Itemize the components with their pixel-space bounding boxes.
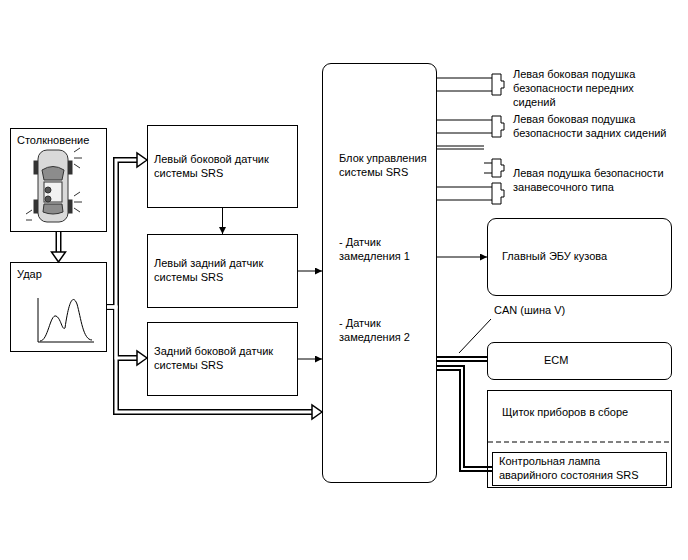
- thin-connector-layer: [223, 78, 488, 359]
- impact-mark: [74, 148, 82, 168]
- squib-symbol: [484, 159, 504, 177]
- hollow-arrowhead: [137, 153, 147, 167]
- impact-curve: [40, 299, 92, 341]
- airbag-item: Левая боковая подушка безопасности задни…: [484, 112, 680, 142]
- wire: [437, 120, 484, 121]
- node-label: Левая боковая подушка безопасности перед…: [513, 68, 678, 109]
- signal-arrow: [298, 271, 322, 272]
- squib-symbol: [484, 116, 504, 137]
- signal-bus-arrow: [107, 160, 137, 307]
- signal-bus-arrow: [107, 307, 137, 358]
- wire: [437, 187, 484, 188]
- bus-inner-line: [438, 358, 487, 360]
- sensor-box: Левый боковой датчик системы SRS: [147, 125, 298, 208]
- node-label: Удар: [17, 268, 100, 282]
- node-label: Щиток приборов в сборе: [502, 406, 657, 420]
- impact-graph: [38, 298, 94, 342]
- signal-arrow: [437, 257, 487, 258]
- car-illustration: [26, 148, 82, 222]
- squib-symbols: [484, 74, 504, 204]
- impact-mark: [26, 210, 32, 220]
- car-body: [38, 150, 68, 222]
- rear-window: [43, 204, 63, 214]
- occupant: [45, 196, 51, 202]
- ecu-box: Главный ЭБУ кузова: [487, 218, 672, 296]
- squib-symbol: [484, 74, 504, 95]
- squib-symbol: [484, 183, 504, 204]
- sensor-note: - Датчик замедления 1: [339, 236, 433, 264]
- wire: [437, 149, 484, 150]
- sensor-box: Задний боковой датчик системы SRS: [147, 322, 298, 396]
- control-unit: Блок управления системы SRS - Датчик заме…: [322, 63, 437, 483]
- can-bus-line: [437, 356, 487, 362]
- bus-inner-line: [108, 307, 137, 358]
- node-label: Задний боковой датчик системы SRS: [154, 345, 291, 373]
- node-label: ECM: [544, 354, 665, 368]
- node-label: Левая боковая подушка безопасности задни…: [513, 113, 678, 141]
- hollow-arrowhead: [52, 252, 66, 262]
- bus-inner-line: [438, 368, 492, 469]
- arrowhead-layer: [52, 153, 323, 419]
- warning-lamp-box: Контрольная лампа аварийного состояния S…: [492, 452, 667, 486]
- windshield: [42, 167, 64, 181]
- hollow-arrowhead: [312, 405, 322, 419]
- node-label: Левый боковой датчик системы SRS: [154, 153, 291, 181]
- hollow-arrowhead: [137, 351, 147, 365]
- wire: [437, 91, 484, 92]
- collision-box: Столкновение: [10, 128, 107, 232]
- bus-label: CAN (шина V): [493, 304, 566, 318]
- wire: [437, 78, 484, 79]
- bus-inner-layer: [59, 160, 493, 469]
- dashed-divider: [488, 442, 671, 443]
- wire: [437, 200, 484, 201]
- bus-outer-layer: [59, 160, 493, 469]
- bus-inner-line: [108, 307, 312, 412]
- signal-bus-arrow: [107, 307, 312, 412]
- node-label: Левый задний датчик системы SRS: [154, 257, 291, 285]
- car-roof: [44, 182, 62, 202]
- sensor-box: Левый задний датчик системы SRS: [147, 234, 298, 308]
- signal-bus-arrow: [56, 232, 62, 252]
- airbag-item: Левая подушка безопасности занавесочного…: [484, 155, 680, 207]
- instrument-cluster: Щиток приборов в сбореКонтрольная лампа …: [487, 390, 672, 488]
- impact-mark: [74, 192, 82, 212]
- node-label: Контрольная лампа аварийного состояния S…: [499, 455, 660, 483]
- airbag-item: Левая боковая подушка безопасности перед…: [484, 70, 680, 108]
- bus-inner-line: [108, 160, 137, 307]
- node-label: Левая подушка безопасности занавесочного…: [513, 167, 678, 195]
- signal-arrow: [298, 359, 322, 360]
- impact-box: Удар: [10, 262, 107, 352]
- unit-title: Блок управления системы SRS: [339, 152, 433, 180]
- can-bus-line: [437, 368, 492, 469]
- signal-arrow: [222, 208, 223, 234]
- bus-inner-line: [57, 233, 60, 252]
- ecm-box: ECM: [487, 342, 672, 380]
- occupant: [45, 187, 51, 193]
- node-label: Столкновение: [17, 134, 100, 148]
- sensor-note: - Датчик замедления 2: [339, 317, 433, 345]
- wire: [437, 133, 484, 134]
- graph-axes: [38, 298, 94, 342]
- wire: [437, 146, 484, 147]
- node-label: Главный ЭБУ кузова: [502, 250, 657, 264]
